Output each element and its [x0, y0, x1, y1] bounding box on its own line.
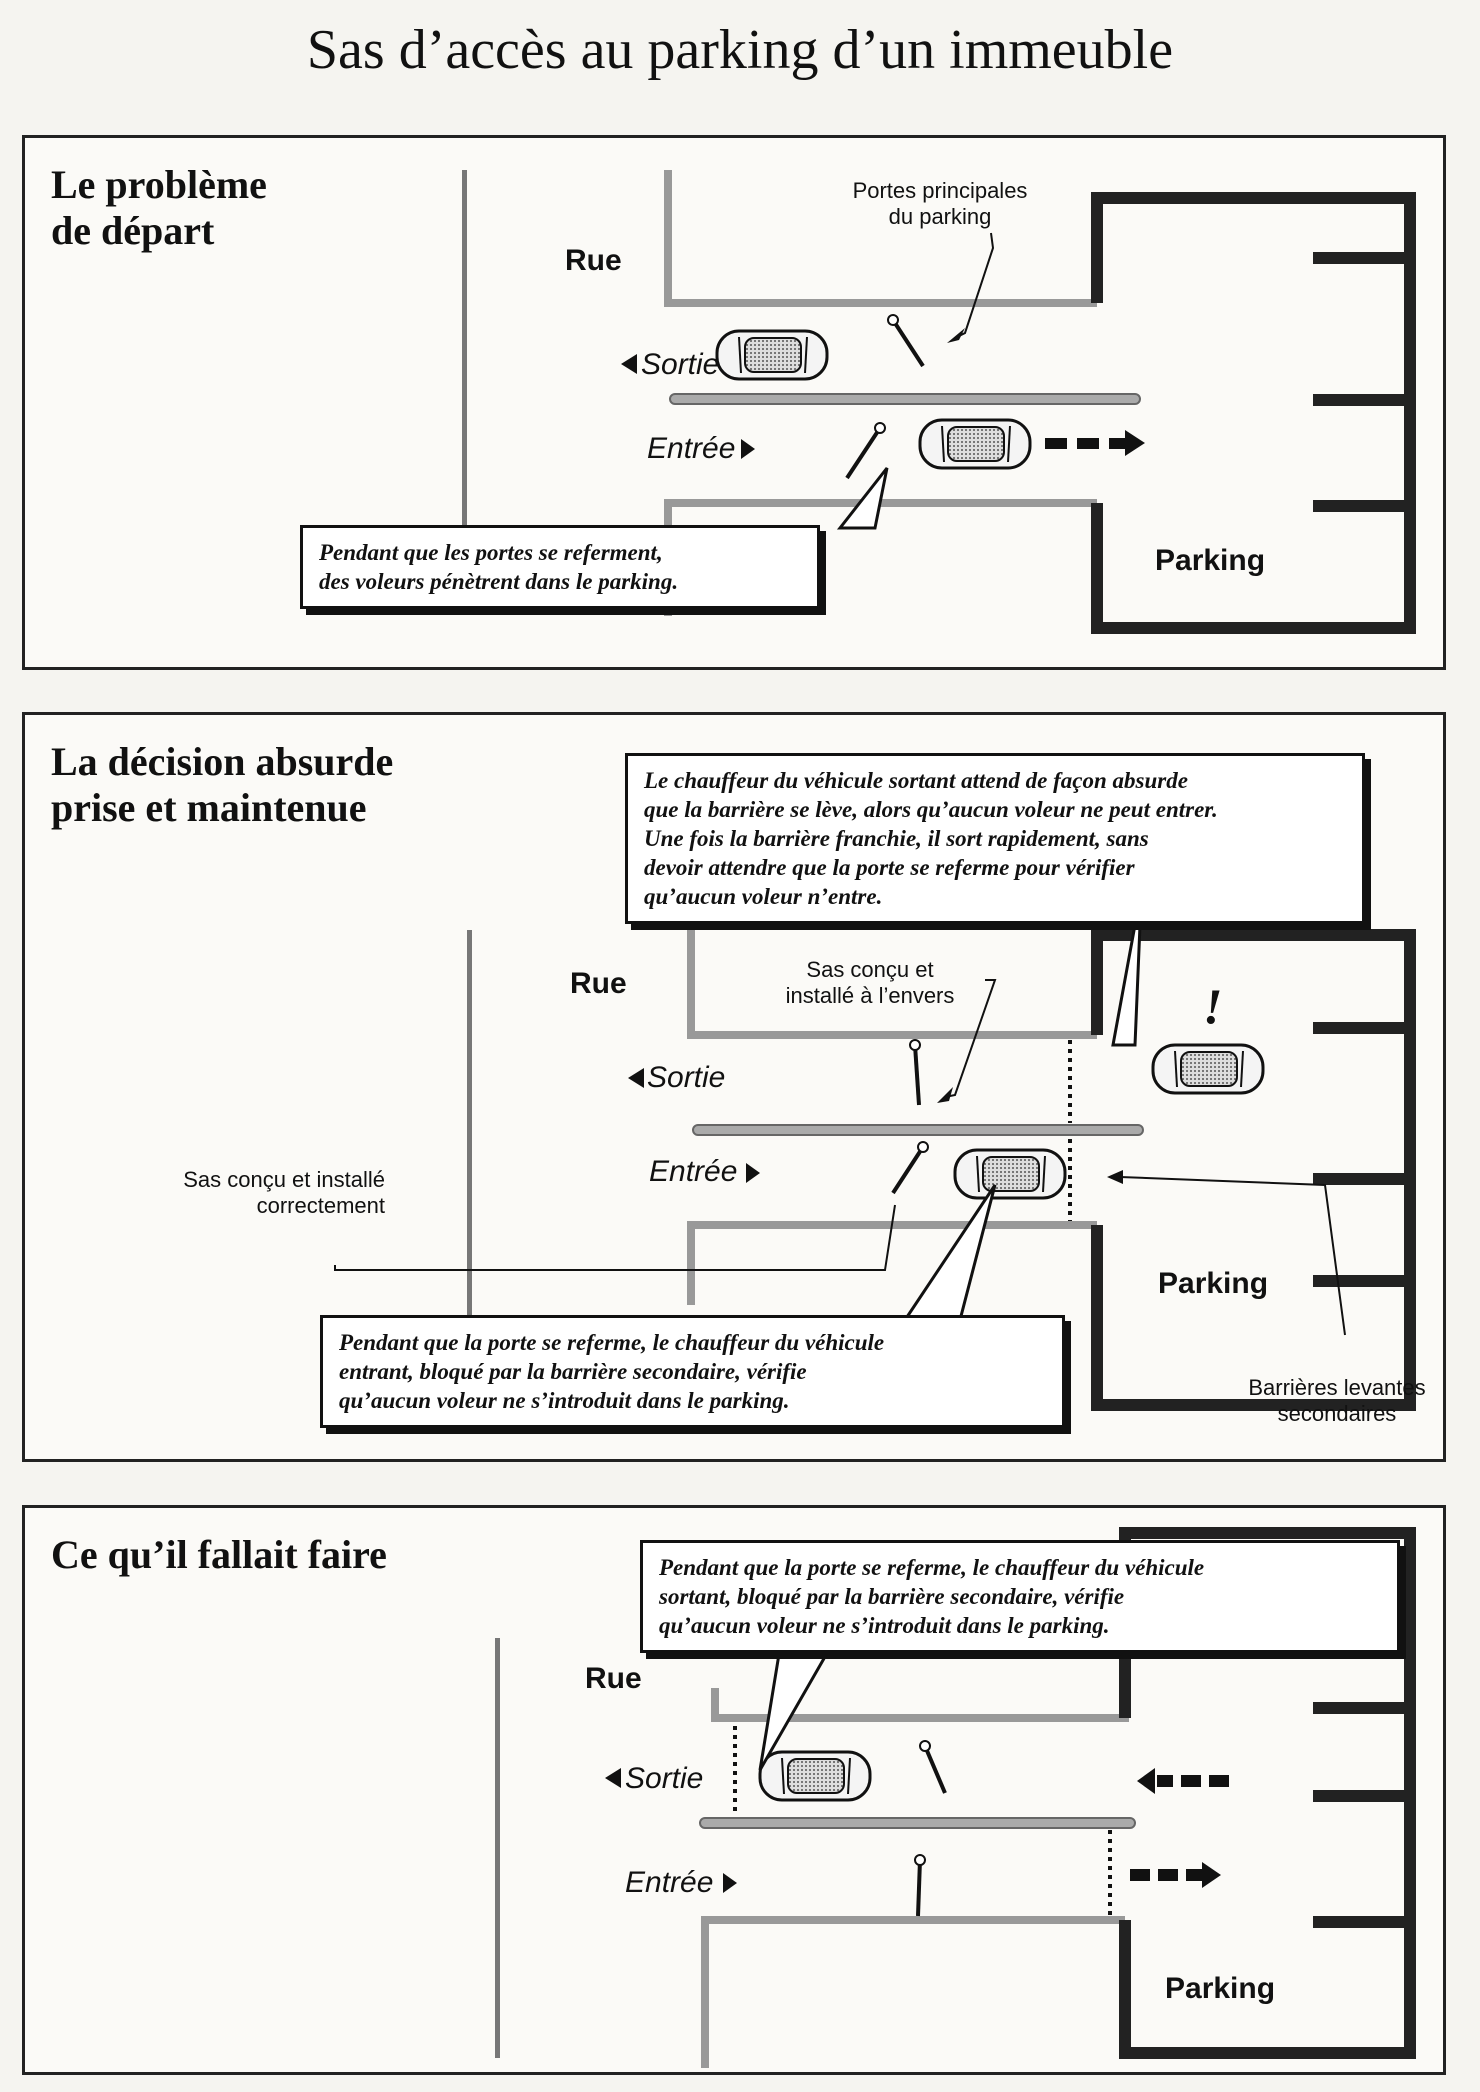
- panel-title: Ce qu’il fallait faire: [51, 1532, 387, 1577]
- street-line: [495, 1638, 500, 2058]
- sortie-arrow-icon: [621, 354, 637, 374]
- main-gate-entry: [916, 1859, 922, 1917]
- exclamation-mark: !: [1203, 978, 1223, 1034]
- street-line: [467, 930, 472, 1430]
- arrow-entering: [1130, 1862, 1221, 1888]
- lane-divider: [699, 1817, 1136, 1829]
- lane-divider: [669, 393, 1141, 405]
- main-gate-exit: [923, 1745, 947, 1794]
- panel-decision-absurde: La décision absurde prise et maintenue R…: [22, 712, 1446, 1462]
- callout-sortant: Pendant que la porte se referme, le chau…: [640, 1540, 1400, 1653]
- entree-arrow-icon: [723, 1873, 737, 1893]
- callout-pointer: [836, 467, 889, 530]
- leader-portes: [954, 232, 995, 339]
- main-gate-exit: [913, 1044, 921, 1106]
- parking-label: Parking: [1165, 1972, 1276, 2005]
- callout-probleme: Pendant que les portes se referment, des…: [300, 525, 820, 609]
- parking-label: Parking: [1158, 1267, 1269, 1300]
- wall-lower: [687, 1221, 1097, 1305]
- parking-label: Parking: [1155, 544, 1266, 577]
- parking-outline: [1091, 929, 1416, 1411]
- sortie-arrow-icon: [628, 1068, 644, 1088]
- main-gate-entry: [891, 1145, 925, 1195]
- callout-entrant: Pendant que la porte se referme, le chau…: [320, 1315, 1065, 1428]
- car-exiting-waiting: [758, 1750, 872, 1802]
- wall-upper: [664, 170, 1097, 307]
- entree-label: Entrée: [649, 1155, 738, 1188]
- car-exiting: [715, 329, 829, 381]
- street-line: [462, 170, 467, 590]
- callout-top-pointer: [1111, 923, 1142, 1047]
- rue-label: Rue: [585, 1662, 642, 1695]
- sas-correct-label: Sas conçu et installé correctement: [183, 1167, 385, 1218]
- entree-label: Entrée: [625, 1866, 714, 1899]
- arrow-entering: [1045, 430, 1145, 456]
- page-title: Sas d’accès au parking d’un immeuble: [306, 19, 1174, 81]
- sortie-label: Sortie: [641, 348, 720, 381]
- car-exiting-waiting: [1151, 1043, 1265, 1095]
- entree-arrow-icon: [746, 1163, 760, 1183]
- portes-principales-label: Portes principales du parking: [852, 178, 1028, 229]
- diagram-decision-absurde: [334, 915, 1416, 1430]
- panel-title: La décision absurde prise et maintenue: [51, 739, 394, 830]
- car-entering: [918, 418, 1032, 470]
- panel-title: Le problème de départ: [51, 162, 267, 253]
- sas-envers-label: Sas conçu et installé à l’envers: [785, 957, 955, 1008]
- lane-divider: [692, 1124, 1144, 1136]
- panel-ce-quil-fallait-faire: Ce qu’il fallait faire Rue Sortie Entrée…: [22, 1505, 1446, 2075]
- entree-label: Entrée: [647, 432, 736, 465]
- arrow-exiting: [1137, 1768, 1229, 1794]
- wall-lower: [701, 1916, 1125, 2068]
- main-gate-entry: [845, 426, 882, 480]
- sortie-label: Sortie: [625, 1762, 704, 1795]
- main-gate-exit-hinge: [887, 314, 899, 326]
- parking-outline: [1091, 192, 1416, 634]
- leader-sas-correct: [334, 1204, 896, 1271]
- barrieres-label: Barrières levantes secondaires: [1248, 1375, 1426, 1426]
- leader-barrieres: [1119, 1176, 1346, 1336]
- callout-bottom-pointer: [902, 1184, 997, 1322]
- rue-label: Rue: [565, 244, 622, 277]
- entree-arrow-icon: [741, 439, 755, 459]
- panel-probleme-depart: Le problème de départ Rue Sortie Entrée …: [22, 135, 1446, 670]
- wall-upper: [687, 915, 1097, 1039]
- rue-label: Rue: [570, 967, 627, 1000]
- callout-absurde: Le chauffeur du véhicule sortant attend …: [625, 753, 1365, 924]
- sortie-label: Sortie: [647, 1061, 726, 1094]
- car-entering: [953, 1148, 1067, 1200]
- sortie-arrow-icon: [605, 1768, 621, 1788]
- main-gate-exit: [891, 318, 925, 368]
- main-gate-entry-hinge: [874, 422, 886, 434]
